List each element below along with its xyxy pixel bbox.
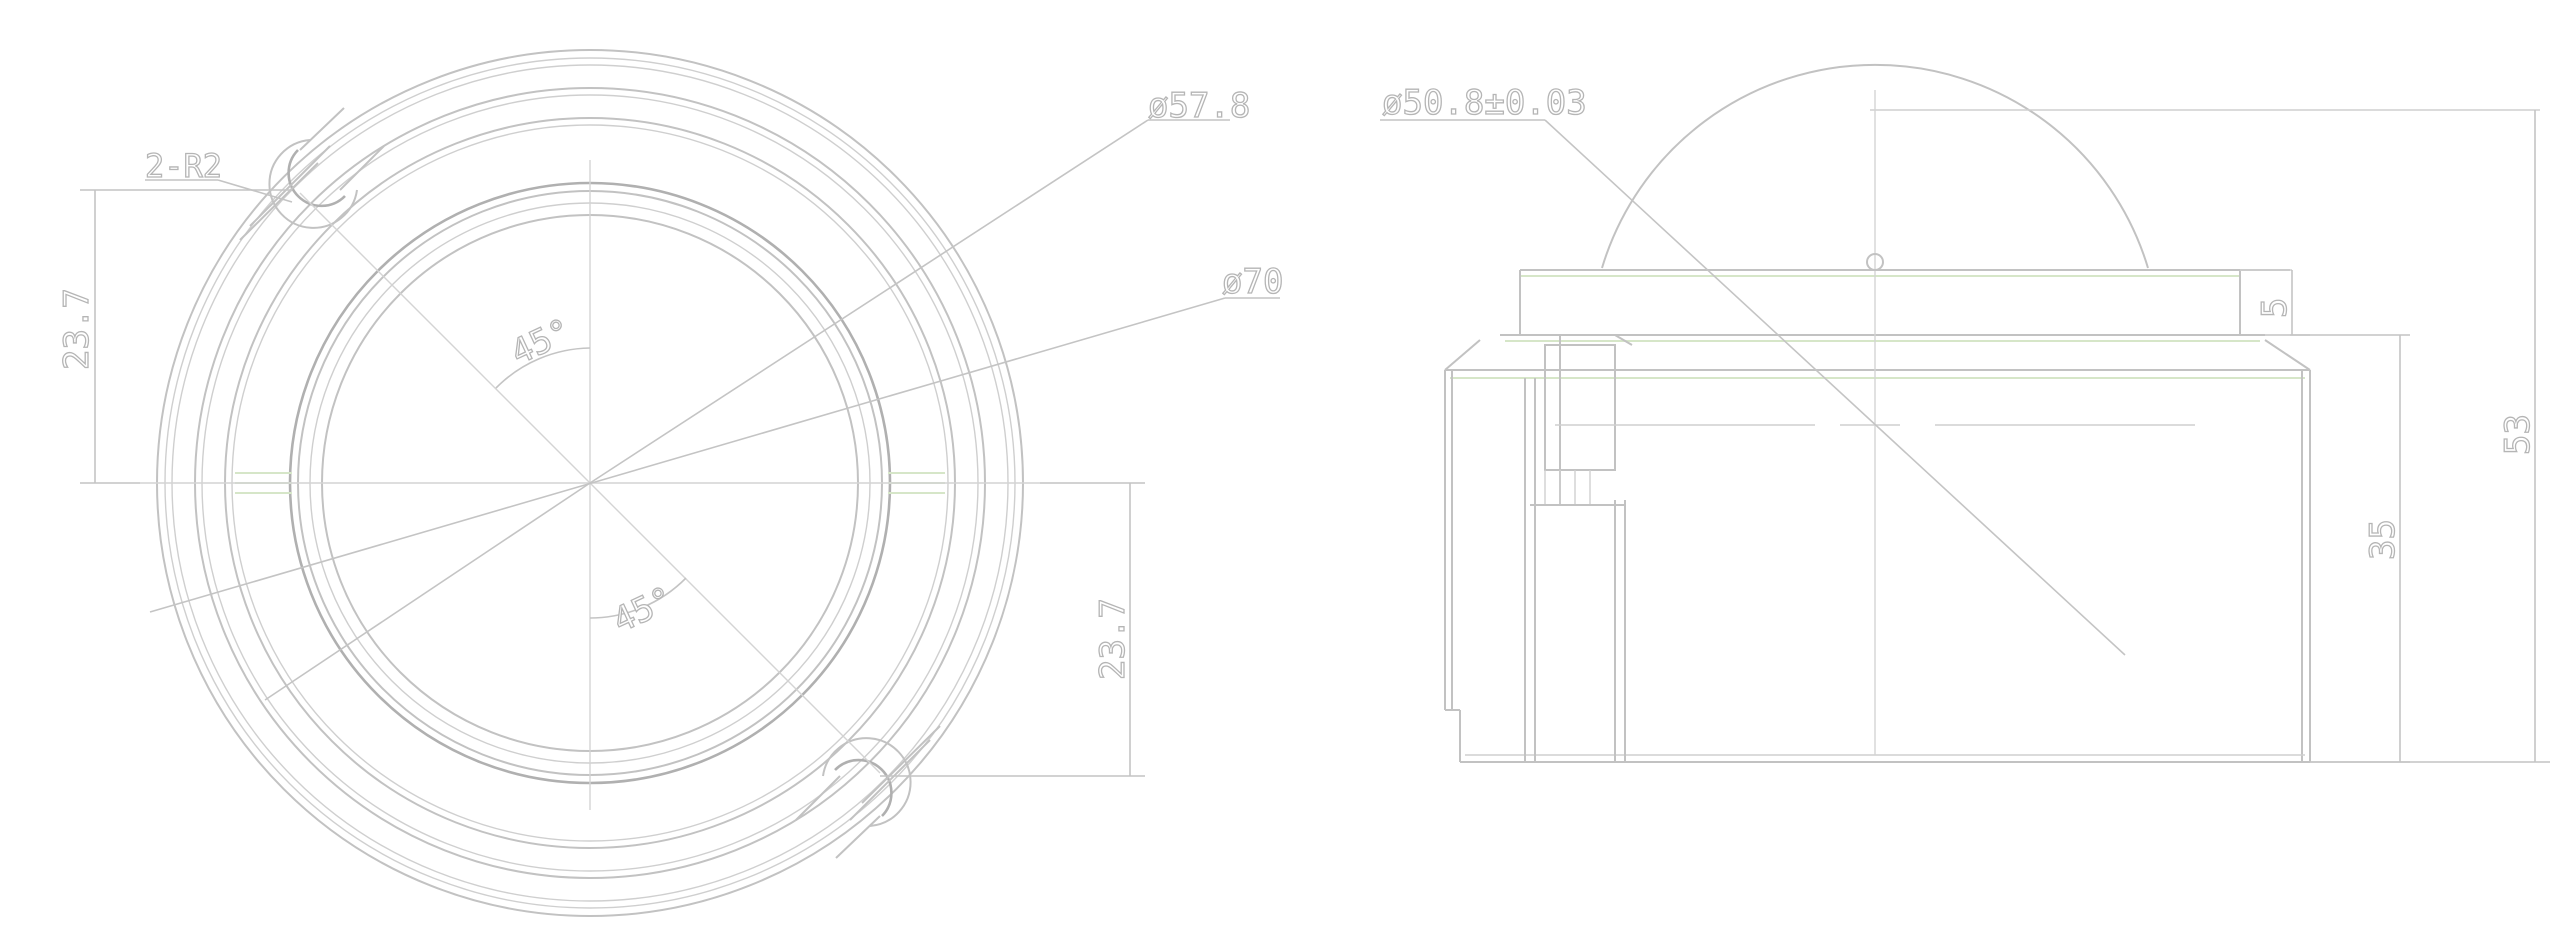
dim-offset-top-label: 23.7 [57, 288, 97, 370]
dim-offset-bottom-label: 23.7 [1093, 598, 1133, 680]
dim-dia-57-label: ø57.8 [1148, 86, 1250, 126]
side-view: ø50.8±0.03 5 35 53 [1380, 63, 2550, 763]
dim-total-height-label: 53 [2498, 414, 2538, 455]
dim-dia-50-label: ø50.8±0.03 [1382, 83, 1587, 123]
top-view: 2-R2 ø57.8 ø70 23.7 23.7 45° 45° [56, 49, 1284, 917]
dim-body-height-label: 35 [2363, 519, 2403, 560]
notch-top-left [239, 107, 385, 241]
dim-angle-bottom-label: 45° [607, 579, 680, 641]
dome [1601, 63, 2149, 269]
notch-bottom-right [795, 725, 941, 859]
dim-dia-70-label: ø70 [1222, 262, 1283, 302]
dim-angle-top-label: 45° [505, 311, 578, 373]
dim-r2-label: 2-R2 [145, 147, 222, 185]
dim-flange-height-label: 5 [2255, 298, 2295, 318]
